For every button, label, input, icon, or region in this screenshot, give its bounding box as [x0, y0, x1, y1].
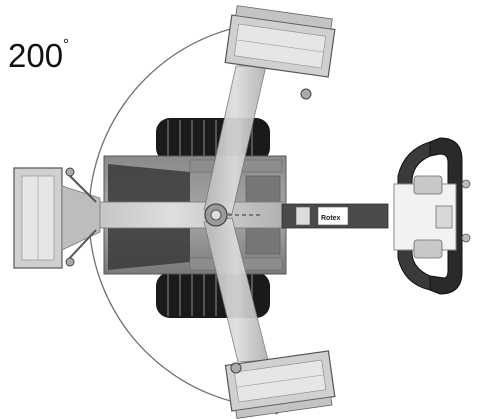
implement-top — [224, 5, 336, 78]
operator-handle[interactable] — [393, 137, 471, 295]
top-pivot-knob — [300, 88, 312, 100]
central-pivot — [204, 203, 262, 227]
logo-text: Rotex — [321, 215, 341, 222]
drawbar — [281, 203, 389, 229]
rotation-angle-unit: ° — [63, 36, 69, 53]
rotation-angle-value: 200 — [8, 37, 64, 74]
implement-left — [13, 167, 101, 269]
implement-bottom — [224, 350, 336, 419]
bottom-pivot-knob — [230, 362, 242, 374]
